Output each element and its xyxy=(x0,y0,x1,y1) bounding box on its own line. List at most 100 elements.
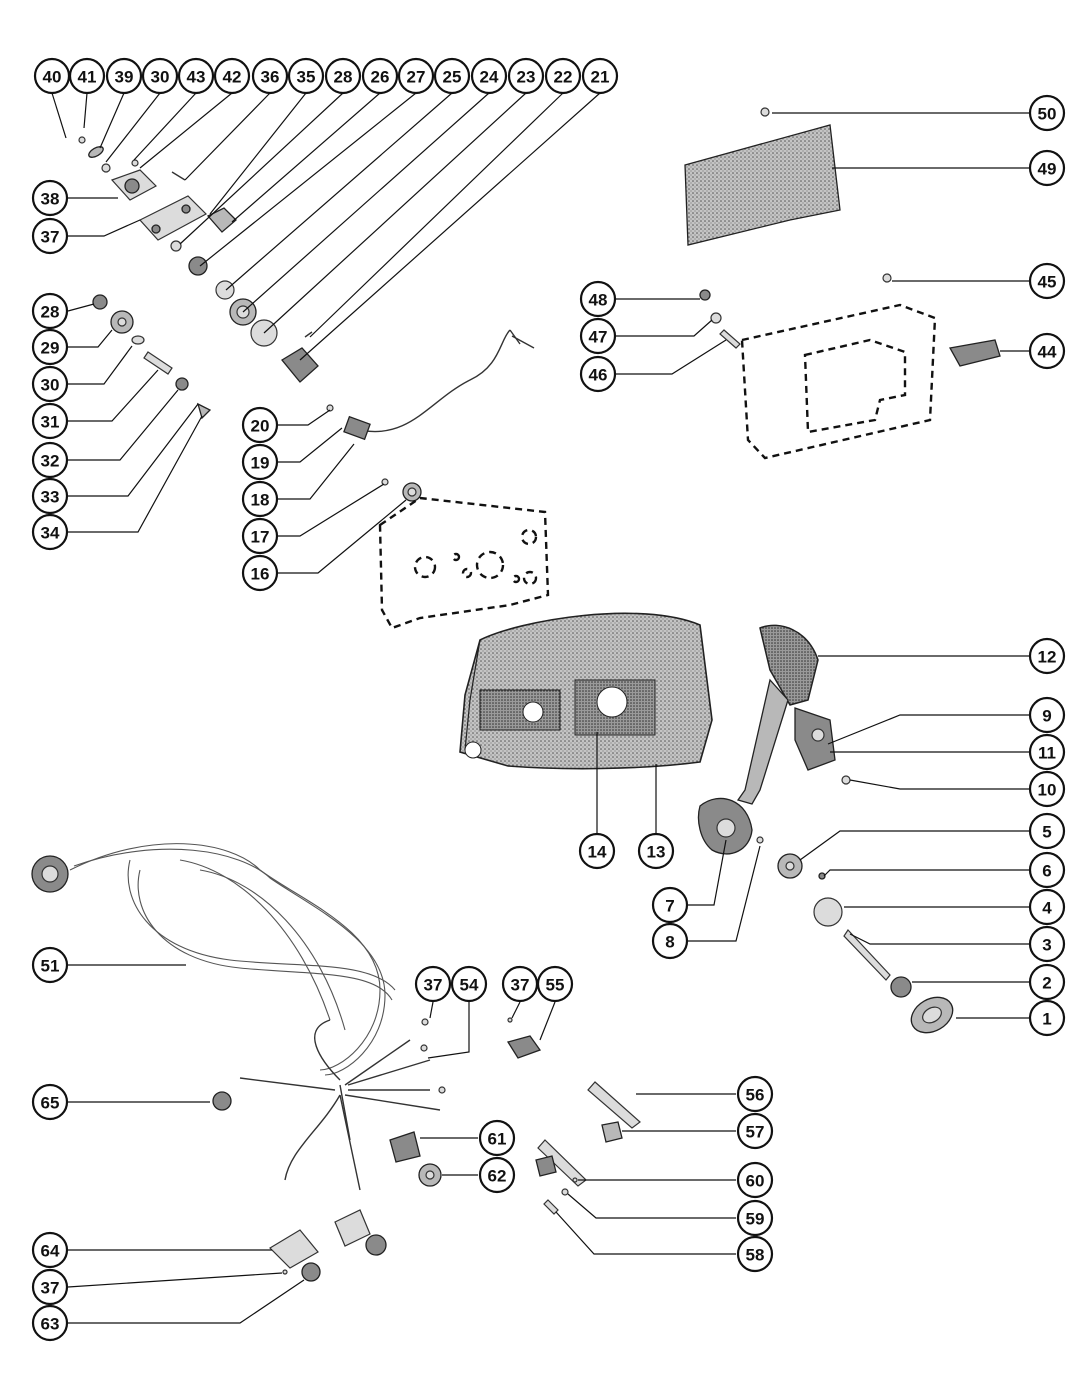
callout-23: 23 xyxy=(507,57,545,95)
callout-number: 14 xyxy=(588,843,607,862)
callout-circle xyxy=(105,57,143,95)
left-hardware-parts xyxy=(92,294,212,420)
callout-18: 18 xyxy=(241,480,279,518)
callout-circle xyxy=(31,365,69,403)
callout-circle xyxy=(241,517,279,555)
callout-12: 12 xyxy=(1028,637,1066,675)
callout-19: 19 xyxy=(241,443,279,481)
callout-number: 38 xyxy=(41,190,60,209)
callout-circle xyxy=(1028,999,1066,1037)
callout-14: 14 xyxy=(578,832,616,870)
callout-6: 6 xyxy=(1028,851,1066,889)
mounting-plate xyxy=(699,273,1001,460)
callout-3: 3 xyxy=(1028,925,1066,963)
callout-circle xyxy=(1028,696,1066,734)
callout-number: 37 xyxy=(511,976,530,995)
callout-number: 22 xyxy=(554,68,573,87)
callout-20: 20 xyxy=(241,406,279,444)
callout-circle xyxy=(736,1235,774,1273)
callout-circle xyxy=(651,922,689,960)
callout-number: 26 xyxy=(371,68,390,87)
callout-65: 65 xyxy=(31,1083,69,1121)
callout-number: 57 xyxy=(746,1123,765,1142)
callout-33: 33 xyxy=(31,477,69,515)
callout-10: 10 xyxy=(1028,770,1066,808)
leader-lines xyxy=(51,92,1030,1324)
lanyard-switch-harness xyxy=(326,329,535,502)
callout-circle xyxy=(31,217,69,255)
callout-circle xyxy=(1028,733,1066,771)
callout-number: 4 xyxy=(1042,899,1052,918)
callout-number: 17 xyxy=(251,528,270,547)
callout-35: 35 xyxy=(287,57,325,95)
callout-circle xyxy=(1028,637,1066,675)
callout-circle xyxy=(31,477,69,515)
callout-number: 49 xyxy=(1038,160,1057,179)
callout-27: 27 xyxy=(397,57,435,95)
callout-30: 30 xyxy=(31,365,69,403)
callout-number: 30 xyxy=(151,68,170,87)
control-housing xyxy=(459,612,713,770)
callout-7: 7 xyxy=(651,886,689,924)
callout-number: 5 xyxy=(1042,823,1051,842)
callout-25: 25 xyxy=(433,57,471,95)
callout-55: 55 xyxy=(536,965,574,1003)
callout-circle xyxy=(31,179,69,217)
callout-number: 63 xyxy=(41,1315,60,1334)
callout-circle xyxy=(31,513,69,551)
callout-circle xyxy=(637,832,675,870)
callout-circle xyxy=(1028,888,1066,926)
callout-number: 65 xyxy=(41,1094,60,1113)
callout-number: 58 xyxy=(746,1246,765,1265)
callout-circle xyxy=(536,965,574,1003)
callout-16: 16 xyxy=(241,554,279,592)
callout-number: 61 xyxy=(488,1130,507,1149)
callout-number: 45 xyxy=(1038,273,1057,292)
callout-number: 16 xyxy=(251,565,270,584)
callout-number: 27 xyxy=(407,68,426,87)
callout-circle xyxy=(361,57,399,95)
callout-number: 3 xyxy=(1042,936,1051,955)
callout-number: 11 xyxy=(1038,744,1056,763)
callout-number: 46 xyxy=(589,366,608,385)
callout-45: 45 xyxy=(1028,262,1066,300)
callout-62: 62 xyxy=(478,1156,516,1194)
callout-number: 6 xyxy=(1042,862,1051,881)
callout-30: 30 xyxy=(141,57,179,95)
callout-number: 59 xyxy=(746,1210,765,1229)
callout-number: 35 xyxy=(297,68,316,87)
callout-circle xyxy=(1028,262,1066,300)
connector-parts xyxy=(269,1209,387,1282)
main-wiring-harness xyxy=(31,843,446,1191)
callout-circle xyxy=(31,1304,69,1342)
callout-circle xyxy=(1028,812,1066,850)
callout-circle xyxy=(1028,851,1066,889)
callout-circle xyxy=(251,57,289,95)
callout-64: 64 xyxy=(31,1231,69,1269)
callout-circle xyxy=(736,1161,774,1199)
callout-circle xyxy=(578,832,616,870)
callout-37: 37 xyxy=(501,965,539,1003)
callout-circle xyxy=(478,1156,516,1194)
callout-57: 57 xyxy=(736,1112,774,1150)
callout-49: 49 xyxy=(1028,149,1066,187)
callout-46: 46 xyxy=(579,355,617,393)
callout-number: 28 xyxy=(41,303,60,322)
callout-circle xyxy=(241,406,279,444)
callout-number: 8 xyxy=(665,933,674,952)
back-plate xyxy=(378,496,550,630)
callout-number: 12 xyxy=(1038,648,1057,667)
callout-63: 63 xyxy=(31,1304,69,1342)
callout-number: 29 xyxy=(41,339,60,358)
callout-42: 42 xyxy=(213,57,251,95)
callout-26: 26 xyxy=(361,57,399,95)
callout-39: 39 xyxy=(105,57,143,95)
callout-61: 61 xyxy=(478,1119,516,1157)
callout-circle xyxy=(433,57,471,95)
callout-9: 9 xyxy=(1028,696,1066,734)
callout-number: 13 xyxy=(647,843,666,862)
callout-number: 42 xyxy=(223,68,242,87)
callout-number: 39 xyxy=(115,68,134,87)
callout-number: 47 xyxy=(589,328,608,347)
